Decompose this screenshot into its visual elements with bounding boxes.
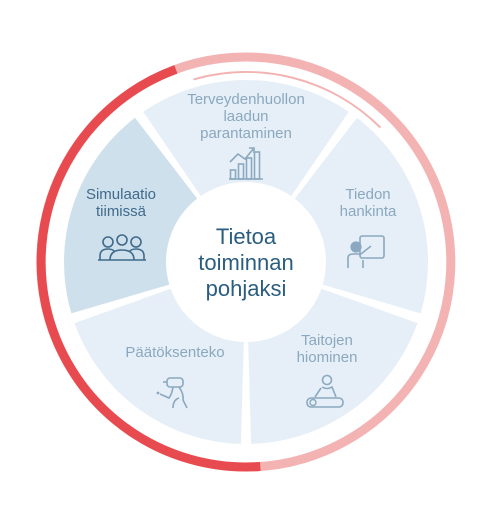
growth-chart-icon xyxy=(229,147,263,180)
center-label: Tietoa toiminnan pohjaksi xyxy=(198,224,293,301)
progress-ring xyxy=(36,52,456,472)
segment-label-line: hiominen xyxy=(297,349,358,366)
segment-background xyxy=(294,117,428,314)
center-disc xyxy=(169,185,323,339)
center-label-line-1: Tietoa xyxy=(216,224,277,249)
segment-label-line: parantaminen xyxy=(200,125,292,142)
segment-label-line: Taitojen xyxy=(301,332,353,349)
segment-label-line: Simulaatio xyxy=(86,186,156,203)
segment-paatoksenteko[interactable]: Päätöksenteko xyxy=(74,288,244,444)
patient-care-icon xyxy=(306,374,344,408)
segment-label-line: Päätöksenteko xyxy=(125,344,224,361)
segment-label-line: laadun xyxy=(223,108,268,125)
segment-label-line: hankinta xyxy=(340,203,397,220)
segment-background xyxy=(64,117,198,314)
segment-label-line: tiimissä xyxy=(96,203,147,220)
segment-background xyxy=(248,288,418,444)
segment-label-line: Tiedon xyxy=(345,186,390,203)
center-label-line-2: toiminnan xyxy=(198,250,293,275)
segment-group: TerveydenhuollonlaadunparantaminenTiedon… xyxy=(64,79,428,444)
ring-progress-arc xyxy=(36,65,261,472)
center-label-line-3: pohjaksi xyxy=(206,276,287,301)
ring-inner-arc xyxy=(193,71,382,129)
team-icon xyxy=(98,234,146,261)
presenter-board-icon xyxy=(347,235,385,268)
segment-background xyxy=(74,288,244,444)
segment-background xyxy=(143,79,349,196)
segment-label-line: Terveydenhuollon xyxy=(187,91,305,108)
vr-headset-icon xyxy=(156,377,188,409)
